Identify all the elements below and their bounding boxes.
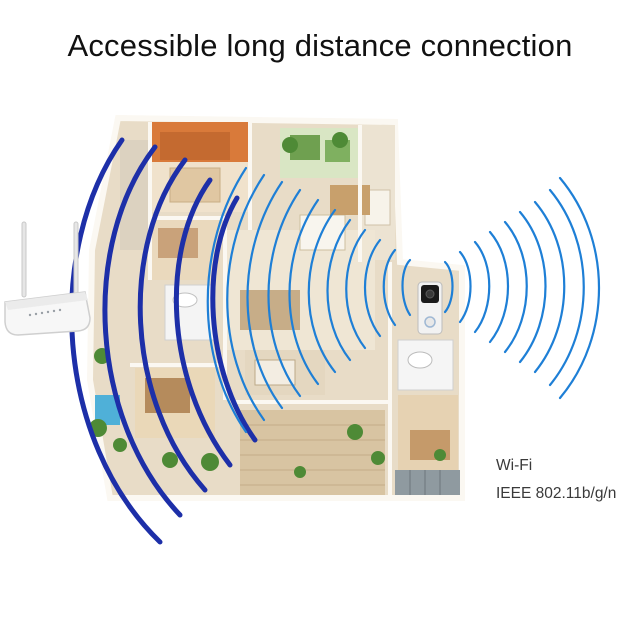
video-doorbell-icon	[418, 282, 442, 334]
wifi-standard-label: IEEE 802.11b/g/n	[496, 480, 616, 508]
wifi-label: Wi-Fi	[496, 452, 616, 480]
wifi-router-icon	[5, 222, 90, 335]
wifi-specs: Wi-Fi IEEE 802.11b/g/n	[496, 452, 616, 508]
